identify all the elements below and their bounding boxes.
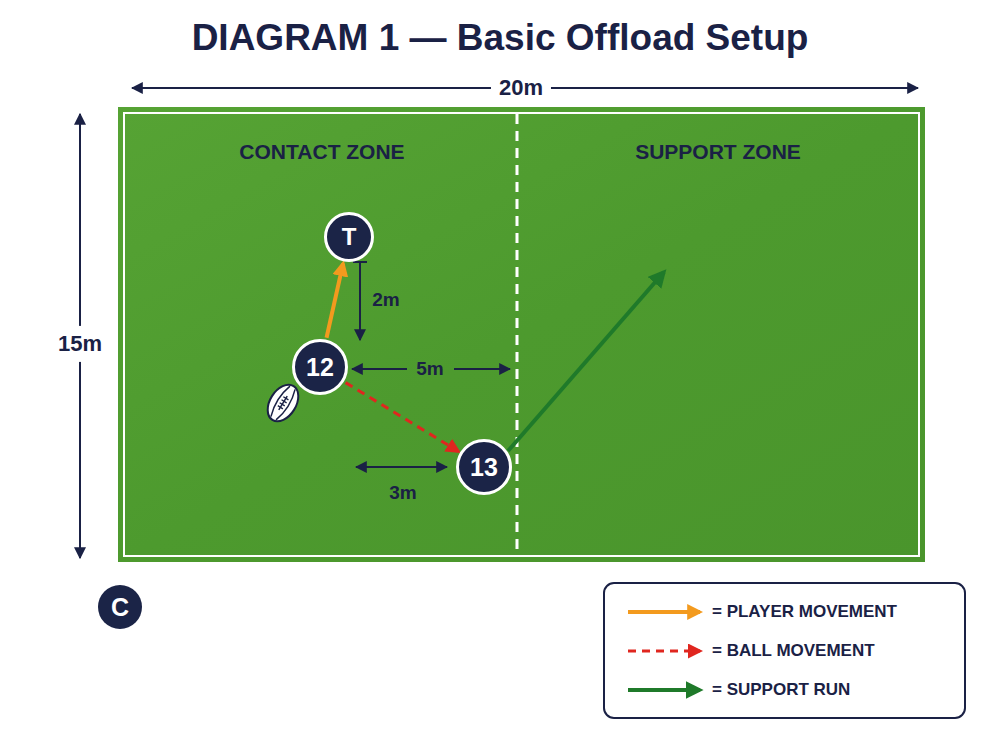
- zone-label: CONTACT ZONE: [239, 140, 404, 163]
- player-number: 13: [470, 455, 498, 480]
- zone-divider: [516, 114, 519, 556]
- dimension-label: 2m: [372, 290, 399, 311]
- legend-text: = SUPPORT RUN: [712, 681, 850, 700]
- zone-label: SUPPORT ZONE: [635, 140, 801, 163]
- legend-sample: [628, 650, 700, 653]
- legend-text: = PLAYER MOVEMENT: [712, 603, 897, 622]
- player-circle: 13: [456, 439, 512, 495]
- dimension-label: 5m: [416, 359, 443, 380]
- dimension-line: [352, 368, 407, 370]
- player-number: 12: [306, 355, 334, 380]
- legend-box: [604, 583, 965, 718]
- dimension-line: [356, 466, 447, 468]
- player-circle: T: [324, 212, 374, 262]
- pitch: [118, 107, 925, 562]
- legend-text: = BALL MOVEMENT: [712, 642, 875, 661]
- legend-sample: [628, 610, 700, 614]
- coach-circle: C: [98, 585, 142, 629]
- dimension-line: [359, 262, 361, 340]
- legend-sample: [628, 688, 700, 692]
- rugby-ball: [261, 379, 304, 427]
- dimension-label: 15m: [58, 326, 102, 362]
- player-movement-arrow: [327, 263, 344, 337]
- player-number: T: [342, 225, 357, 249]
- diagram-title: DIAGRAM 1 — Basic Offload Setup: [192, 18, 809, 59]
- pitch-boundary: [124, 113, 919, 556]
- ball-movement-arrow: [346, 383, 459, 452]
- support-run-arrow: [508, 272, 664, 451]
- dimension-label: 20m: [491, 76, 551, 100]
- player-number: C: [111, 595, 129, 620]
- dimension-line: [454, 368, 510, 370]
- player-circle: 12: [292, 339, 348, 395]
- dimension-label: 3m: [389, 483, 416, 504]
